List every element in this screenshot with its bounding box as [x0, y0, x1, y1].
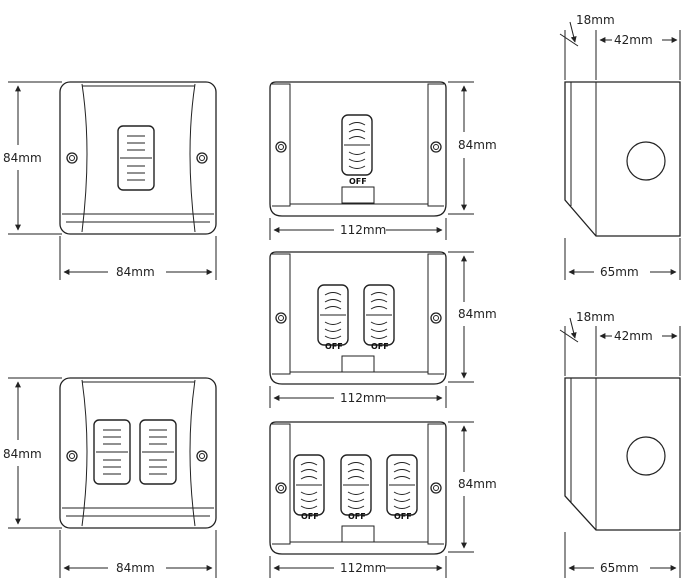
plate-view-single: OFF: [269, 81, 447, 217]
dim-label: 42mm: [614, 329, 653, 343]
off-label: OFF: [325, 342, 343, 351]
off-label: OFF: [394, 512, 412, 521]
side-view-1: [564, 81, 681, 237]
dim-label: 84mm: [458, 477, 497, 491]
rocker-key: [363, 284, 395, 346]
dim-label: 112mm: [340, 223, 386, 237]
dim-112-horizontal-2: 112mm: [269, 386, 447, 408]
plate-view-triple: OFF OFF OFF: [269, 421, 447, 555]
dim-112-horizontal-1: 112mm: [269, 218, 447, 240]
dim-label: 65mm: [600, 265, 639, 279]
dim-84-horizontal-2: 84mm: [59, 530, 217, 578]
rocker-key: [139, 419, 177, 485]
dim-84-vertical-plate-1: 84mm: [448, 81, 497, 215]
dim-label: 84mm: [116, 561, 155, 575]
rocker-key: [93, 419, 131, 485]
rocker-key: [386, 454, 418, 516]
front-view-single: [59, 81, 217, 235]
dim-84-vertical-plate-3: 84mm: [448, 421, 497, 553]
rocker-key: [117, 125, 155, 191]
dim-84-vertical-2: 84mm: [3, 377, 62, 529]
side-view-2: [564, 377, 681, 531]
front-view-double: [59, 377, 217, 529]
off-label: OFF: [349, 177, 367, 186]
dim-label: 18mm: [576, 310, 615, 324]
rocker-key: [341, 114, 373, 176]
off-label: OFF: [371, 342, 389, 351]
dim-label: 65mm: [600, 561, 639, 575]
dim-label: 112mm: [340, 391, 386, 405]
rocker-key: [317, 284, 349, 346]
dim-label: 84mm: [3, 151, 42, 165]
dim-side-1: 18mm 42mm 65mm: [559, 13, 681, 280]
off-label: OFF: [301, 512, 319, 521]
dim-84-vertical-1: 84mm: [3, 81, 62, 235]
dim-112-horizontal-3: 112mm: [269, 556, 447, 578]
dim-label: 84mm: [458, 138, 497, 152]
off-label: OFF: [348, 512, 366, 521]
dim-84-horizontal-1: 84mm: [59, 236, 217, 280]
dim-label: 84mm: [3, 447, 42, 461]
dim-side-2: 18mm 42mm 65mm: [559, 310, 681, 578]
dim-label: 42mm: [614, 33, 653, 47]
rocker-key: [293, 454, 325, 516]
dim-label: 112mm: [340, 561, 386, 575]
plate-view-double: OFF OFF: [269, 251, 447, 385]
dim-84-vertical-plate-2: 84mm: [448, 251, 497, 383]
rocker-key: [340, 454, 372, 516]
dim-label: 84mm: [116, 265, 155, 279]
dim-label: 84mm: [458, 307, 497, 321]
dim-label: 18mm: [576, 13, 615, 27]
